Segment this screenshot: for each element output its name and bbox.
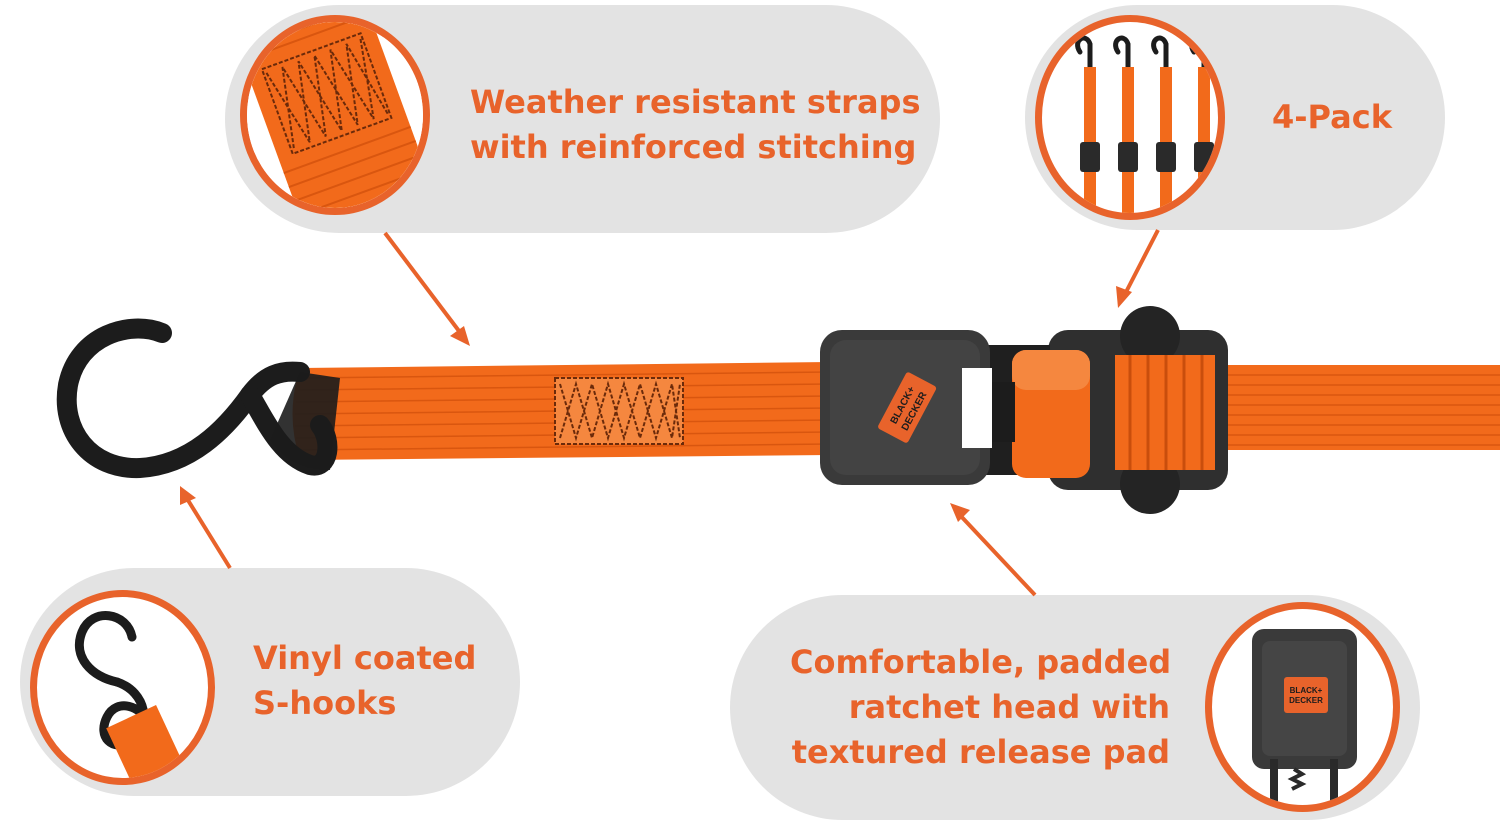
ratchet-mechanism bbox=[960, 306, 1228, 514]
pack-label-line1: 4-Pack bbox=[1272, 98, 1392, 136]
ratchet-handle bbox=[820, 330, 990, 485]
handle-brand-logo-2: DECKER bbox=[900, 390, 930, 433]
ratchet-head-closeup: BLACK+ DECKER bbox=[1205, 602, 1400, 812]
s-hook-closeup bbox=[30, 590, 215, 785]
ratchet-label: Comfortable, padded ratchet head with te… bbox=[790, 640, 1172, 775]
ratchet-label-line1: Comfortable, padded bbox=[790, 643, 1172, 681]
handle-brand-logo: BLACK+ bbox=[889, 385, 918, 426]
ratchet-brand-logo-2: DECKER bbox=[1289, 696, 1323, 705]
s-hook bbox=[56, 318, 338, 479]
hooks-label-line2: S-hooks bbox=[253, 684, 397, 722]
straps-label-line1: Weather resistant straps bbox=[470, 83, 921, 121]
pointer-arrows bbox=[180, 229, 1160, 597]
straps-label: Weather resistant straps with reinforced… bbox=[470, 80, 920, 170]
hooks-label-line1: Vinyl coated bbox=[253, 639, 477, 677]
ratchet-label-line2: ratchet head with bbox=[848, 688, 1170, 726]
straps-label-line2: with reinforced stitching bbox=[470, 128, 917, 166]
ratchet-brand-logo: BLACK+ bbox=[1290, 686, 1323, 695]
four-pack-image bbox=[1035, 15, 1225, 220]
ratchet-label-line3: textured release pad bbox=[791, 733, 1170, 771]
hooks-label: Vinyl coated S-hooks bbox=[253, 636, 476, 726]
pack-label: 4-Pack bbox=[1272, 95, 1392, 140]
strap-stitching-closeup bbox=[240, 15, 430, 215]
